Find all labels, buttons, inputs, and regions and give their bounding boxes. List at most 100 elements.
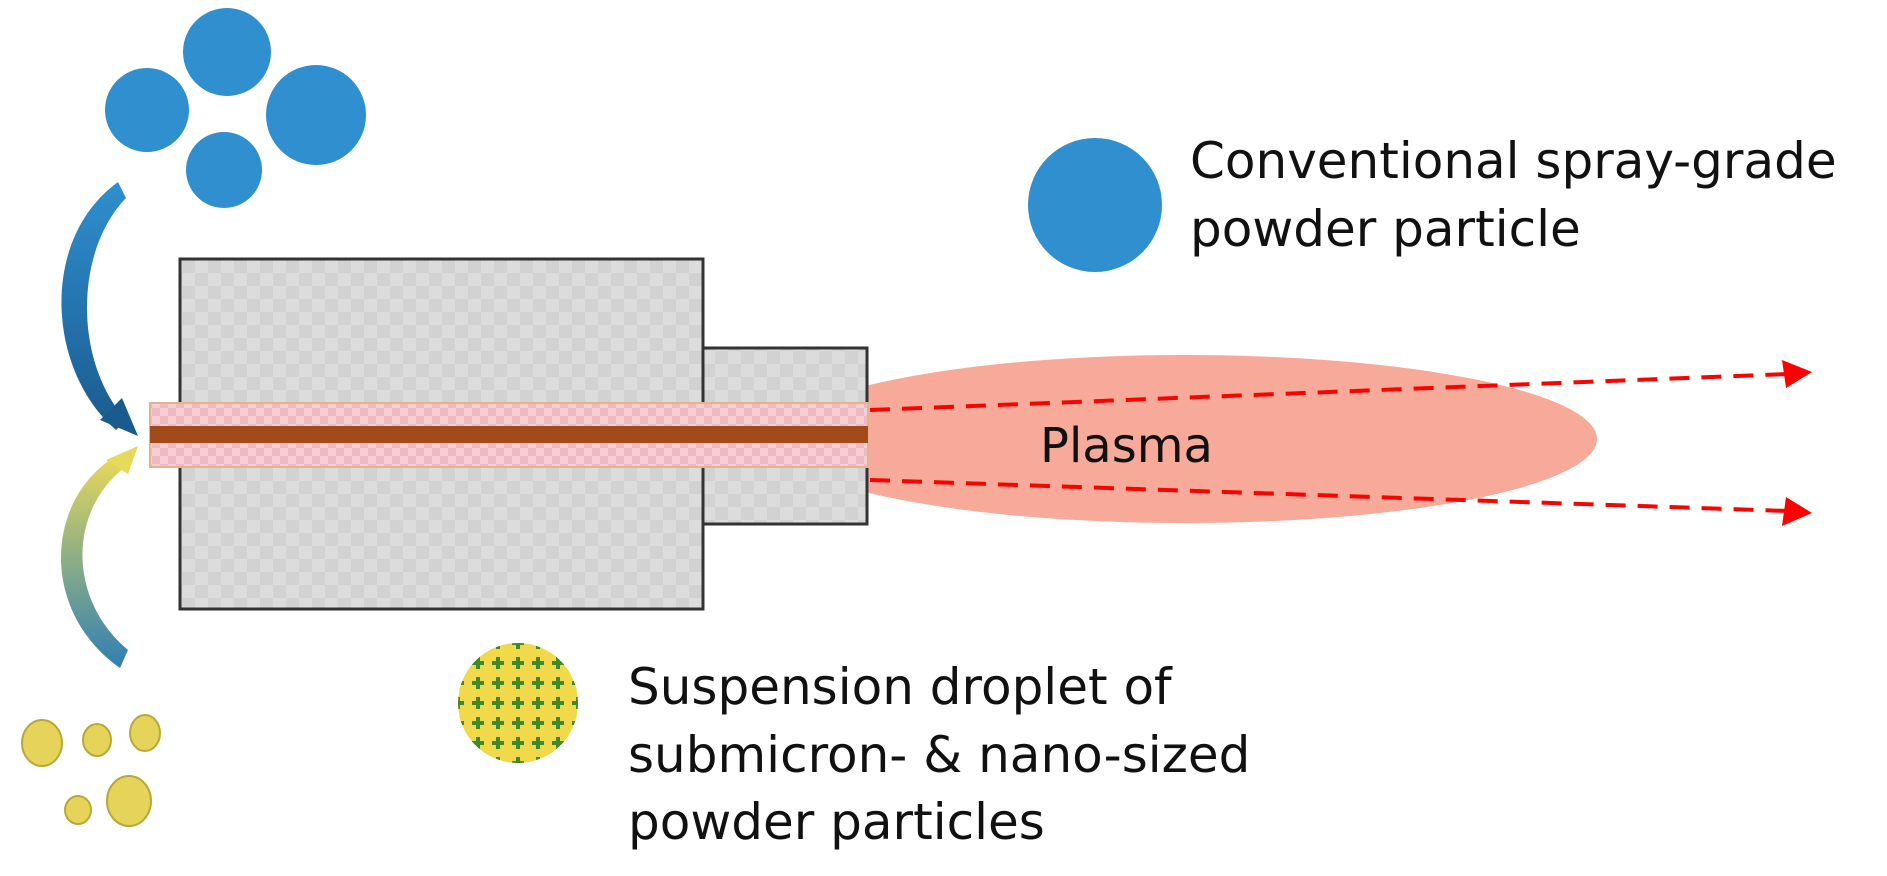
nano-particle-cross [556, 737, 560, 749]
fine-particle [21, 719, 63, 767]
nano-particle-cross [572, 701, 578, 705]
trajectory-upper-arrowhead [1782, 360, 1812, 388]
nano-particle-cross [496, 757, 500, 763]
legend-suspension-droplet [458, 643, 578, 763]
nano-particle-cross [576, 697, 578, 709]
nano-particle-cross [458, 761, 464, 763]
nano-particle-cross [572, 661, 578, 665]
fine-particle [82, 723, 112, 757]
blue-feed-arrow [61, 182, 126, 430]
nano-particle-cross [458, 697, 460, 709]
nano-particle-cross [458, 737, 460, 749]
powder-particle [266, 65, 366, 165]
nano-particle-cross [516, 697, 520, 709]
nano-particle-cross [458, 677, 460, 689]
nano-particle-cross [476, 643, 480, 649]
nano-particle-cross [556, 677, 560, 689]
nano-particle-cross [536, 737, 540, 749]
nano-particle-cross [476, 697, 480, 709]
conventional-powder-cluster [105, 8, 366, 208]
nano-particle-cross [532, 761, 544, 763]
nano-particle-cross [496, 717, 500, 729]
nano-particle-cross [476, 737, 480, 749]
nano-particle-cross [458, 657, 460, 669]
powder-particle [105, 68, 189, 152]
nano-particle-cross [496, 697, 500, 709]
nano-particle-cross [496, 643, 500, 649]
nano-particle-cross [536, 717, 540, 729]
nano-particle-cross [552, 643, 564, 645]
nano-particle-cross [572, 741, 578, 745]
nano-particle-cross [552, 761, 564, 763]
nano-particle-cross [516, 737, 520, 749]
caption-line: Suspension droplet of [628, 658, 1172, 716]
nano-particle-cross [458, 717, 460, 729]
nano-particle-cross [536, 677, 540, 689]
nano-particle-cross [576, 643, 578, 649]
nano-particle-cross [458, 741, 464, 745]
fine-particle [106, 775, 152, 827]
fine-particle [129, 714, 161, 752]
nano-particle-cross [556, 757, 560, 763]
caption-line: powder particles [628, 793, 1045, 851]
nano-particle-cross [458, 643, 464, 645]
plasma-plume [773, 355, 1597, 523]
nano-particle-cross [476, 717, 480, 729]
nano-particle-cross [458, 661, 464, 665]
nano-particle-cross [536, 657, 540, 669]
nano-particle-cross [476, 757, 480, 763]
nano-particle-cross [476, 657, 480, 669]
nano-particle-cross [472, 761, 484, 763]
nano-particle-cross [472, 643, 484, 645]
feed-tube [149, 402, 869, 468]
conventional-particle-caption: Conventional spray-grade powder particle [1190, 128, 1837, 263]
nano-particle-cross [536, 697, 540, 709]
nano-particle-cross [458, 701, 464, 705]
nano-particle-cross [572, 721, 578, 725]
nano-particle-cross [476, 677, 480, 689]
particle-trajectories [869, 360, 1812, 526]
fine-particle [64, 795, 92, 825]
yellow-feed-arrowhead [106, 446, 138, 474]
nano-particle-cross [576, 657, 578, 669]
plasma-label: Plasma [1040, 418, 1213, 474]
caption-line: submicron- & nano-sized [628, 725, 1251, 784]
nano-particle-cross [572, 761, 578, 763]
nano-particle-cross [556, 643, 560, 649]
nano-particle-cross [492, 761, 504, 763]
caption-line: Conventional spray-grade [1190, 132, 1837, 190]
suspension-droplet-caption: Suspension droplet of submicron- & nano-… [628, 654, 1250, 857]
nano-particle-cross [536, 643, 540, 649]
nano-particle-cross [556, 717, 560, 729]
nano-particle-cross [458, 643, 460, 649]
nano-particle-cross [458, 757, 460, 763]
nano-particle-cross [496, 657, 500, 669]
feed-tube-core [150, 426, 868, 443]
nano-particle-cross [576, 677, 578, 689]
trajectory-lower-arrowhead [1782, 497, 1812, 526]
caption-line: powder particle [1190, 199, 1581, 258]
nano-particle-cross [458, 721, 464, 725]
nano-particle-cross [532, 643, 544, 645]
trajectory-lower [869, 478, 1789, 513]
nano-particle-cross [572, 643, 578, 645]
nano-particle-cross [576, 717, 578, 729]
nano-particle-cross [536, 757, 540, 763]
nano-particle-cross [556, 657, 560, 669]
nano-particle-cross [516, 717, 520, 729]
nano-particle-cross [496, 677, 500, 689]
nano-particle-cross [516, 643, 520, 649]
nano-particle-cross [458, 681, 464, 685]
nano-particle-cross [516, 657, 520, 669]
powder-particle [186, 132, 262, 208]
nano-particle-cross [492, 643, 504, 645]
fine-powder-cluster [21, 714, 161, 827]
powder-particle [183, 8, 271, 96]
nano-particle-cross [496, 737, 500, 749]
blue-feed-arrowhead [100, 398, 138, 436]
nano-particle-cross [516, 677, 520, 689]
nano-particle-cross [576, 757, 578, 763]
trajectory-upper [869, 372, 1789, 412]
legend-conventional-particle [1028, 138, 1162, 272]
